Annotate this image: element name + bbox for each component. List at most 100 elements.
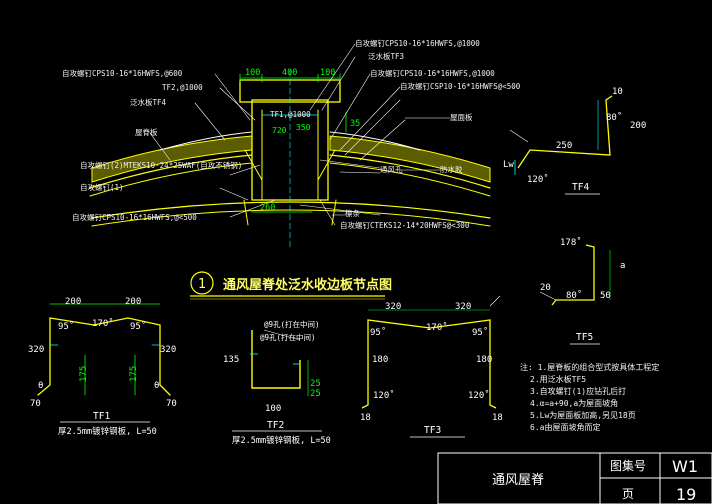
tf2-dim-25-b: 25 [310,389,321,399]
ridge-callouts: 自攻螺钉CPS10-16*16HWFS,@1000 泛水板TF3 自攻螺钉CPS… [62,38,521,230]
tf4-angle-120: 120˚ [527,174,549,185]
callout-flashing-tf4: 泛水板TF4 [130,97,167,107]
dim-400: 400 [282,68,297,78]
callout-roof-panel: 屋面板 [450,112,473,122]
ridge-dimensions: 100 400 100 35 260 350 720 [245,68,360,213]
tf3-angle-170: 170˚ [426,322,448,333]
tf3-dim-320-left: 320 [385,302,401,312]
tf3-name: TF3 [424,425,441,436]
note-6: 6.a由屋面坡角而定 [530,422,600,432]
title-block-atlas-label: 图集号 [610,458,646,473]
callout-tapping-screw-1000-b: 自攻螺钉CPS10-16*16HWFS,@1000 [370,68,495,78]
tf2-dim-135: 135 [223,355,239,365]
dim-100-left: 100 [245,68,260,78]
tf1-profile [37,303,171,396]
tf3-angle-95-left: 95˚ [370,327,386,338]
dim-350: 350 [296,123,311,132]
detail-title: 通风屋脊处泛水收边板节点图 [223,277,392,293]
title-block: 通风屋脊 图集号 W1 页 19 [437,452,712,504]
tf3-angle-95-right: 95˚ [472,327,488,338]
tf1-dim-70-right: 70 [166,399,177,409]
tf5-name: TF5 [576,332,593,343]
tf3-dim-18-right: 18 [492,413,503,423]
tf5-angle-178: 178˚ [560,237,582,248]
tf1-theta-left: θ [38,381,43,391]
tf4-dim-200: 200 [630,121,646,131]
callout-tapping-screw-2: 自攻螺钉(2)MTEKS10-24*25WAF(自攻不锈钢) [80,160,242,170]
callout-vent-hole: 通风孔 [380,164,403,174]
tf2-hole-note-2: @9孔(打在中间) [260,332,316,342]
tf1-dim-175-left: 175 [79,366,89,382]
note-3: 3.自攻螺钉(1)应钻孔后打 [530,386,626,396]
tf2-name: TF2 [267,420,284,431]
dim-260: 260 [260,203,275,213]
callout-purlin: 檩条 [345,208,360,218]
tf4-dim-10: 10 [612,87,623,97]
tf1-dim-70-left: 70 [30,399,41,409]
tf4-profile [509,95,613,175]
tf3-dim-180-right: 180 [476,355,492,365]
tf1-angle-95-left: 95˚ [58,321,74,332]
tf5-dim-20: 20 [540,283,551,293]
note-4: 4.α=a+90,a为屋面坡角 [530,398,618,408]
title-block-atlas-value: W1 [672,457,698,476]
tf2-spec: 厚2.5mm镀锌钢板, L=50 [232,435,331,446]
note-5: 5.Lw为屋面板加高,另见18页 [530,410,636,420]
dim-35: 35 [350,119,360,129]
tf2-dim-100: 100 [265,404,281,414]
tf3-angle-120-right: 120˚ [468,390,490,401]
tf3-profile [361,295,501,409]
callout-ridge-plate: 屋脊板 [135,127,158,137]
tf1-angle-95-right: 95˚ [130,321,146,332]
tf1-dim-320-right: 320 [160,345,176,355]
tf1-angle-170: 170˚ [92,318,114,329]
tf5-labels: 178˚ a 20 80˚ 50 TF5 [540,237,625,345]
callout-tf2: TF2,@1000 [162,83,203,92]
tf1-dim-320-left: 320 [28,345,44,355]
tf5-dim-50: 50 [600,291,611,301]
tf4-lw: Lw [503,160,514,170]
note-1: 注: 1.屋脊板的组合型式按具体工程定 [520,362,659,372]
notes-block: 注: 1.屋脊板的组合型式按具体工程定 2.用泛水板TF5 3.自攻螺钉(1)应… [520,362,659,432]
tf3-angle-120-left: 120˚ [373,390,395,401]
tf2-hole-note-1: @9孔(打在中间) [264,319,320,329]
tf5-angle-80: 80˚ [566,290,582,301]
tf5-profile [539,244,611,306]
tf2-dim-25-a: 25 [310,379,321,389]
callout-tapping-screw-1: 自攻螺钉(1) [80,182,124,192]
tf3-labels: 320 320 95˚ 170˚ 95˚ 180 180 120˚ 120˚ 1… [360,302,503,438]
callout-tapping-screw-500: 自攻螺钉CSP10-16*16HWFS@<500 [400,81,521,91]
tf1-name: TF1 [93,411,110,422]
tf4-dim-250: 250 [556,141,572,151]
tf4-angle-80: 80˚ [606,112,622,123]
callout-tapping-screw-300: 自攻螺钉CTEKS12-14*20HWFS@<300 [340,220,470,230]
callout-tapping-screw-1000-a: 自攻螺钉CPS10-16*16HWFS,@1000 [355,38,480,48]
tf1-dim-200-r: 200 [125,297,141,307]
detail-number-circle [190,271,214,295]
tf3-dim-18-left: 18 [360,413,371,423]
callout-flashing-tf3: 泛水板TF3 [368,51,404,61]
tf4-labels: 10 80˚ 200 250 Lw 120˚ TF4 [503,87,646,195]
tf3-dim-180-left: 180 [372,355,388,365]
tf1-theta-right: θ [154,381,159,391]
callout-waterproof-glue: 防水胶 [440,164,463,174]
tf5-dim-a: a [620,261,625,271]
callout-tapping-screw-500-b: 自攻螺钉CPS10-16*16HWFS,@<500 [72,212,197,222]
tf1-dim-175-right: 175 [129,366,139,382]
detail-title-group: 1 通风屋脊处泛水收边板节点图 [190,271,392,300]
title-block-page-label: 页 [622,487,634,501]
tf3-dim-320-right: 320 [455,302,471,312]
tf1-spec: 厚2.5mm镀锌钢板, L=50 [58,426,157,437]
detail-number: 1 [198,277,206,292]
dim-720: 720 [272,126,287,135]
ridge-detail [89,43,491,251]
dim-100-right: 100 [320,68,335,78]
callout-tf1: TF1,@1000 [270,110,311,119]
title-block-name: 通风屋脊 [492,473,544,488]
tf2-labels: @9孔(打在中间) @9孔(打在中间) 135 100 25 25 TF2 厚2… [223,319,331,446]
tf4-name: TF4 [572,182,589,193]
tf2-profile [250,329,309,396]
tf1-dim-200: 200 [65,297,81,307]
